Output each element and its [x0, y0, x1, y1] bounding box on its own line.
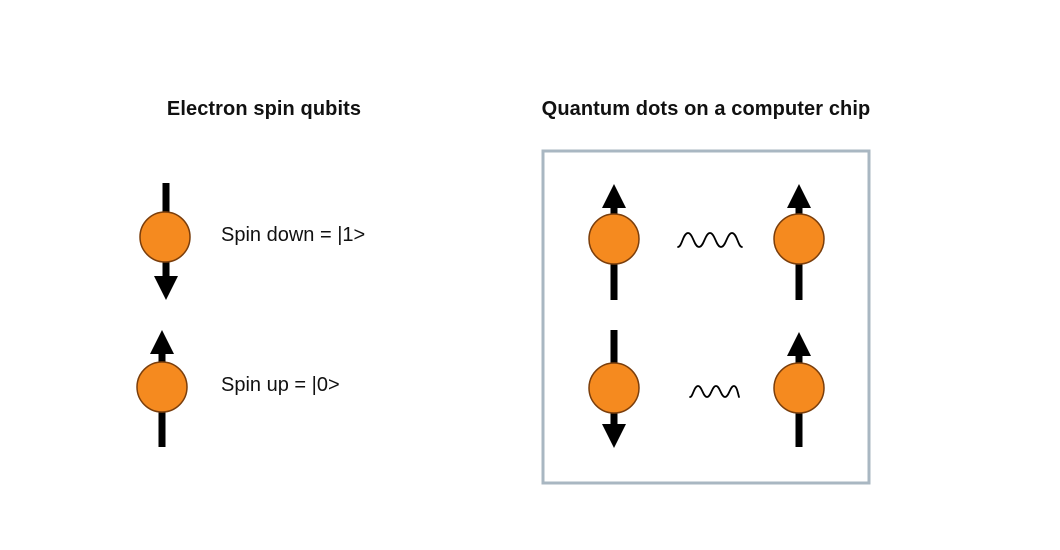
chip-electron-bottom-right: [773, 332, 825, 447]
electron-spin-down: [139, 183, 191, 300]
electron-dot-icon: [139, 211, 191, 263]
spin-down-label: Spin down = |1>: [221, 224, 366, 246]
left-panel-title: Electron spin qubits: [166, 98, 362, 120]
electron-dot-icon: [773, 362, 825, 414]
computer-chip-outline: [541, 149, 871, 485]
chip-electron-top-right: [773, 184, 825, 300]
electron-dot-icon: [588, 362, 640, 414]
electron-dot-icon: [588, 213, 640, 265]
electron-spin-up: [136, 330, 188, 447]
spin-up-label: Spin up = |0>: [221, 374, 340, 396]
coupling-wave-icon: [689, 385, 740, 398]
chip-electron-bottom-left: [588, 330, 640, 448]
electron-dot-icon: [136, 361, 188, 413]
coupling-wave-icon: [677, 232, 743, 248]
electron-dot-icon: [773, 213, 825, 265]
chip-electron-top-left: [588, 184, 640, 300]
right-panel-title: Quantum dots on a computer chip: [541, 98, 871, 120]
